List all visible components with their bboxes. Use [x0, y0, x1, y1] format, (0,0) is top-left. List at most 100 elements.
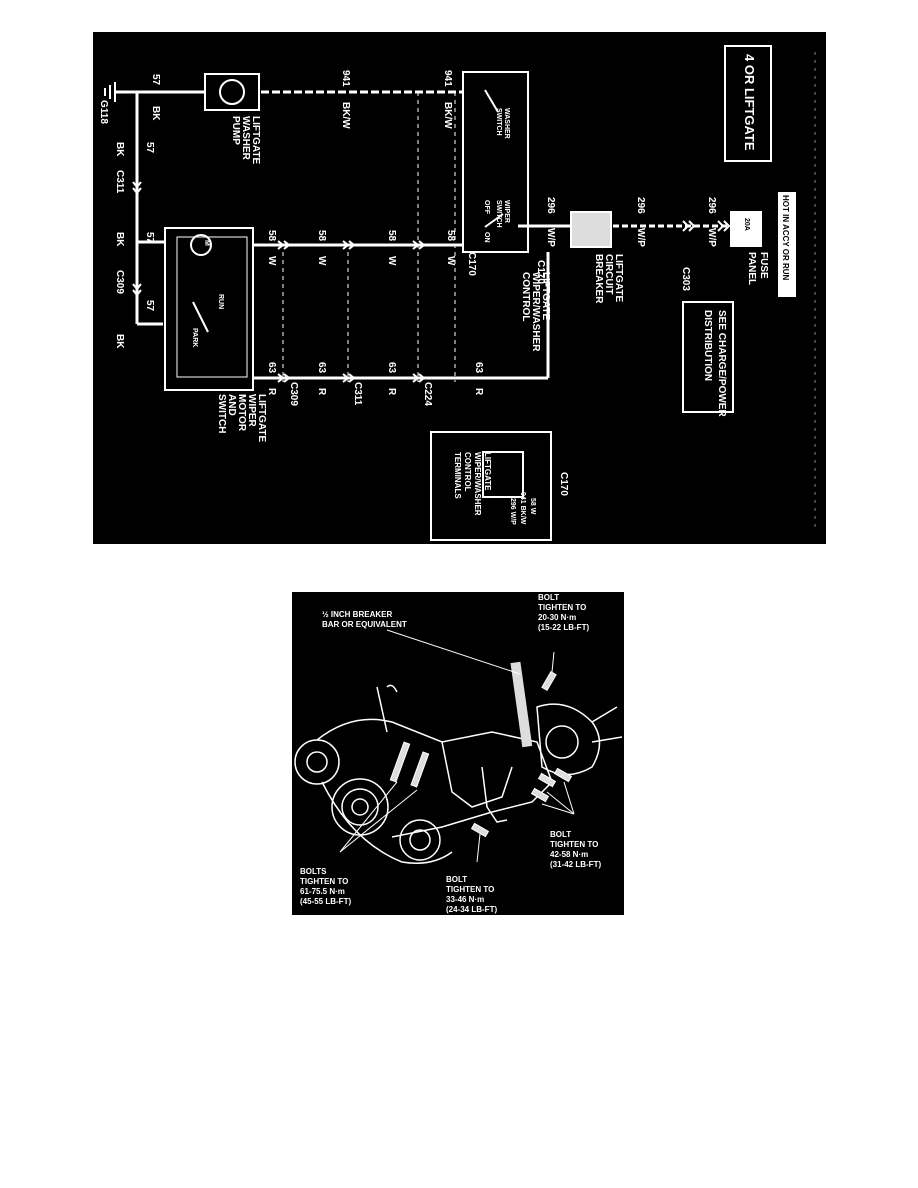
wiring-diagram: 4 OR LIFTGATE HOT IN ACCY OR RUN FUSE PA…	[93, 32, 826, 544]
svg-text:SWITCH: SWITCH	[216, 394, 227, 433]
torque-illustration: ½ INCH BREAKER BAR OR EQUIVALENT BOLT TI…	[292, 592, 624, 915]
svg-text:BK/W: BK/W	[340, 102, 351, 129]
svg-text:ON: ON	[483, 232, 490, 243]
svg-text:WASHER: WASHER	[240, 116, 251, 161]
svg-text:20-30 N·m: 20-30 N·m	[538, 613, 576, 622]
svg-text:58: 58	[266, 230, 277, 242]
svg-text:SWITCH: SWITCH	[495, 200, 502, 228]
svg-text:57: 57	[144, 300, 155, 312]
svg-text:57: 57	[150, 74, 161, 86]
breaker-bar-icon	[510, 661, 533, 748]
ground-label: G118	[98, 100, 109, 124]
svg-text:TIGHTEN TO: TIGHTEN TO	[446, 885, 494, 894]
svg-text:C311: C311	[352, 382, 363, 406]
svg-text:R: R	[473, 388, 484, 396]
svg-text:C303: C303	[680, 267, 691, 291]
svg-text:296: 296	[635, 197, 646, 214]
svg-text:63: 63	[473, 362, 484, 374]
svg-text:CONTROL: CONTROL	[520, 272, 531, 321]
svg-text:(31-42 LB-FT): (31-42 LB-FT)	[550, 860, 601, 869]
bolt-icons	[389, 671, 573, 838]
svg-text:BOLT: BOLT	[550, 830, 571, 839]
svg-text:WIPER: WIPER	[246, 394, 257, 428]
svg-text:58: 58	[316, 230, 327, 242]
svg-text:PANEL: PANEL	[746, 252, 757, 285]
svg-text:BK/W: BK/W	[442, 102, 453, 129]
breaker-bar-label-2: BAR OR EQUIVALENT	[322, 620, 407, 629]
svg-text:C224: C224	[422, 382, 433, 406]
svg-text:TIGHTEN TO: TIGHTEN TO	[300, 877, 348, 886]
diagram-title: 4 OR LIFTGATE	[742, 54, 757, 151]
svg-text:BK: BK	[114, 232, 125, 247]
control-box	[462, 71, 529, 253]
svg-text:941: 941	[340, 70, 351, 87]
see-charge-box	[682, 301, 734, 413]
svg-text:LIFTGATE: LIFTGATE	[483, 452, 492, 491]
svg-text:BREAKER: BREAKER	[593, 254, 604, 304]
svg-text:58: 58	[386, 230, 397, 242]
svg-text:C170: C170	[558, 472, 569, 496]
svg-text:20A: 20A	[743, 218, 750, 231]
svg-text:58 W: 58 W	[529, 498, 536, 515]
svg-text:BOLT: BOLT	[446, 875, 467, 884]
svg-text:BK: BK	[114, 334, 125, 349]
title-box	[724, 45, 772, 162]
svg-text:LIFTGATE: LIFTGATE	[250, 116, 261, 164]
svg-text:W: W	[386, 256, 397, 266]
svg-text:296: 296	[706, 197, 717, 214]
svg-text:R: R	[316, 388, 327, 396]
svg-text:SWITCH: SWITCH	[495, 108, 502, 136]
wiper-motor-icon	[190, 234, 212, 256]
breaker-bar-label-1: ½ INCH BREAKER	[322, 610, 392, 619]
svg-text:W: W	[266, 256, 277, 266]
svg-text:PARK: PARK	[191, 328, 198, 347]
svg-text:W: W	[316, 256, 327, 266]
svg-text:M: M	[203, 240, 210, 246]
svg-text:61-75.5 N·m: 61-75.5 N·m	[300, 887, 345, 896]
svg-text:R: R	[266, 388, 277, 396]
svg-text:C309: C309	[114, 270, 125, 294]
svg-text:TERMINALS: TERMINALS	[453, 452, 462, 499]
svg-text:CONTROL: CONTROL	[463, 452, 472, 492]
svg-text:BK: BK	[150, 106, 161, 121]
ground-icon	[104, 82, 116, 102]
svg-text:W: W	[445, 256, 456, 266]
svg-text:MOTOR: MOTOR	[236, 394, 247, 432]
svg-text:WIPER/WASHER: WIPER/WASHER	[473, 452, 482, 516]
svg-text:AND: AND	[226, 394, 237, 416]
svg-text:DISTRIBUTION: DISTRIBUTION	[702, 310, 713, 381]
svg-text:C170: C170	[466, 252, 477, 276]
svg-text:FUSE: FUSE	[758, 252, 769, 279]
svg-text:BK: BK	[114, 142, 125, 157]
hot-note-box	[778, 192, 796, 297]
svg-text:RUN: RUN	[217, 294, 224, 309]
svg-text:SEE CHARGE/POWER: SEE CHARGE/POWER	[716, 310, 727, 417]
svg-text:W/P: W/P	[545, 228, 556, 247]
svg-text:PUMP: PUMP	[230, 116, 241, 145]
svg-text:296 W/P: 296 W/P	[509, 498, 516, 525]
svg-text:C309: C309	[288, 382, 299, 406]
svg-text:63: 63	[316, 362, 327, 374]
svg-text:33-46 N·m: 33-46 N·m	[446, 895, 484, 904]
svg-text:BOLTS: BOLTS	[300, 867, 327, 876]
svg-text:941: 941	[442, 70, 453, 87]
svg-text:(15-22 LB-FT): (15-22 LB-FT)	[538, 623, 589, 632]
terminals-box	[430, 431, 552, 541]
svg-text:OFF: OFF	[483, 200, 490, 215]
svg-text:W/P: W/P	[635, 228, 646, 247]
svg-text:WIPER/WASHER: WIPER/WASHER	[530, 272, 541, 352]
svg-text:(24-34 LB-FT): (24-34 LB-FT)	[446, 905, 497, 914]
svg-text:CIRCUIT: CIRCUIT	[603, 254, 614, 295]
svg-text:LIFTGATE: LIFTGATE	[613, 254, 624, 302]
svg-text:296: 296	[545, 197, 556, 214]
svg-text:C311: C311	[114, 170, 125, 194]
svg-text:LIFTGATE: LIFTGATE	[256, 394, 267, 442]
svg-text:W/P: W/P	[706, 228, 717, 247]
svg-text:42-58 N·m: 42-58 N·m	[550, 850, 588, 859]
svg-text:WIPER: WIPER	[503, 200, 510, 223]
svg-text:(45-55 LB-FT): (45-55 LB-FT)	[300, 897, 351, 906]
svg-text:63: 63	[266, 362, 277, 374]
hot-note: HOT IN ACCY OR RUN	[781, 195, 790, 281]
svg-text:58: 58	[445, 230, 456, 242]
washer-pump-box	[204, 73, 260, 111]
